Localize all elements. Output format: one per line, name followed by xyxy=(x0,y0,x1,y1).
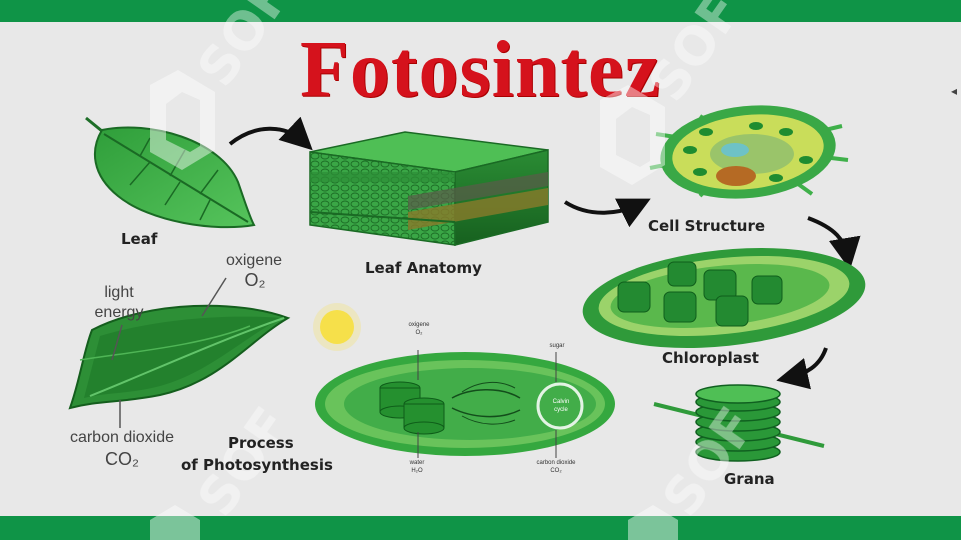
callout-oxygen-formula: O₂ xyxy=(244,270,266,290)
chloroplast-icon xyxy=(582,248,866,348)
svg-text:SOF: SOF xyxy=(637,0,753,112)
top-green-band xyxy=(0,0,961,22)
process-cycle-line1: Calvin xyxy=(552,399,570,405)
label-process-line1: Process xyxy=(228,434,294,452)
leaf-icon xyxy=(85,116,256,229)
arrow-leaf-to-anatomy xyxy=(228,116,313,151)
bottom-green-band xyxy=(0,516,961,540)
callout-light-line1: light xyxy=(104,284,134,301)
process-oxygen-formula: O₂ xyxy=(415,330,423,336)
label-leaf-anatomy: Leaf Anatomy xyxy=(365,259,482,277)
sun-icon xyxy=(320,310,354,344)
process-water: water xyxy=(409,460,425,466)
process-sugar: sugar xyxy=(549,343,565,349)
arrow-cell-to-chloroplast xyxy=(807,216,861,270)
label-leaf: Leaf xyxy=(121,230,158,248)
label-cell-structure: Cell Structure xyxy=(648,217,766,235)
process-co2: carbon dioxide xyxy=(536,460,576,466)
edge-marker-icon: ◂ xyxy=(951,84,958,98)
svg-text:SOF: SOF xyxy=(186,0,302,97)
leaf-anatomy-icon xyxy=(309,131,549,246)
callout-co2-formula: CO₂ xyxy=(105,449,139,469)
photosynthesis-leaf-icon xyxy=(68,277,291,428)
cell-structure-icon xyxy=(649,105,849,199)
label-grana: Grana xyxy=(724,470,775,488)
callout-co2: carbon dioxide xyxy=(69,429,175,446)
process-chloroplast-icon xyxy=(315,350,615,458)
callout-oxygen: oxigene xyxy=(225,252,283,269)
arrow-anatomy-to-cell xyxy=(563,198,651,228)
process-cycle-line2: cycle xyxy=(554,407,568,413)
process-co2-formula: CO₂ xyxy=(550,468,562,474)
callout-light-line2: energy xyxy=(94,304,144,321)
process-water-formula: H₂O xyxy=(411,468,423,474)
process-oxygen: oxigene xyxy=(408,322,430,328)
label-chloroplast: Chloroplast xyxy=(662,349,759,367)
label-process-line2: of Photosynthesis xyxy=(181,456,333,474)
watermark-logos xyxy=(150,70,678,540)
arrow-chloroplast-to-grana xyxy=(776,347,828,390)
diagram-title: Fotosintez xyxy=(299,26,661,114)
grana-icon xyxy=(653,384,825,462)
